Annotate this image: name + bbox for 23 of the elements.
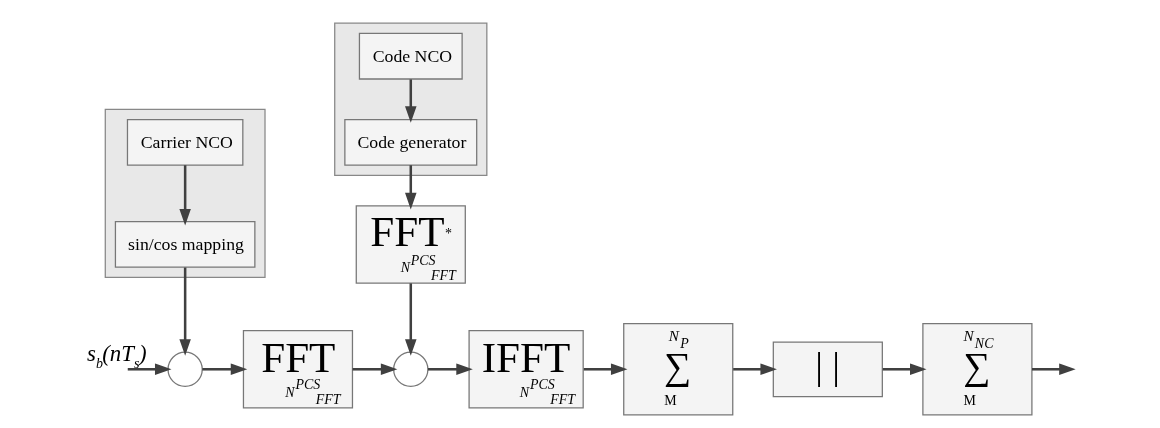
cluster [334, 22, 488, 176]
arrow [202, 363, 248, 376]
node-box: Code generator [344, 118, 478, 166]
node-circle [393, 351, 429, 388]
arrow [733, 363, 777, 376]
arrow [127, 363, 172, 376]
arrow [583, 363, 628, 376]
arrow [405, 165, 417, 210]
arrow [405, 79, 417, 123]
arrow [405, 283, 417, 356]
edge-label: s$_{b}$(nT$_{s}$) [87, 340, 147, 372]
node-box: sin/cos mapping [114, 220, 256, 268]
arrow [352, 363, 398, 376]
arrow [179, 165, 191, 226]
cluster [104, 108, 266, 278]
node-box: Code NCO [358, 32, 463, 80]
node-box: | | [772, 341, 883, 398]
arrow [1032, 363, 1076, 376]
node-circle [167, 351, 203, 388]
node-box: Carrier NCO [126, 118, 244, 166]
arrow [882, 363, 927, 376]
arrow [179, 267, 191, 356]
arrow [427, 363, 473, 376]
